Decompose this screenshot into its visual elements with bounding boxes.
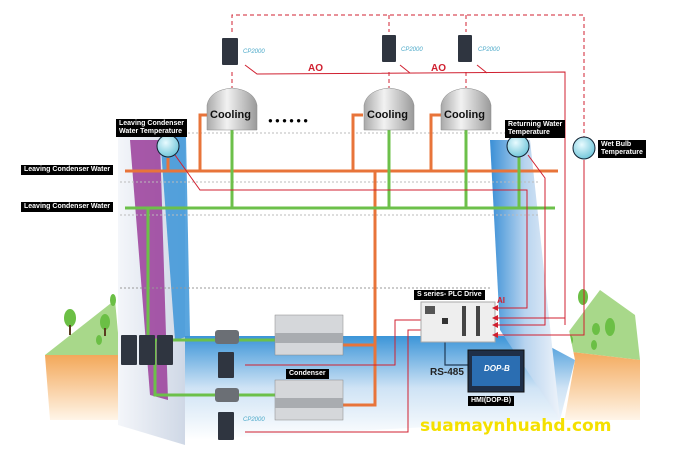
pumps [215,330,239,402]
cp2000-label-1: CP2000 [243,49,265,55]
hmi-panel [467,349,525,393]
rs485-label: RS-485 [430,367,464,378]
left-hill [45,300,125,420]
ao-signal-line [244,64,566,325]
cooling-tower-3 [440,87,492,131]
tower-ellipsis: ● ● ● ● ● ● [268,116,309,125]
chiller-2 [274,379,344,421]
wet-bulb-temp-label: Wet Bulb Temperature [598,140,646,158]
watermark: suamaynhuahd.com [420,416,612,436]
orange-pipe-label: Leaving Condenser Water [21,165,114,175]
ai-signal-lines [174,154,585,433]
cp2000-label-3: CP2000 [478,47,500,53]
condenser-label: Condenser [286,369,329,379]
returning-water-temp-label: Returning Water Temperature [505,120,566,138]
cooling-tower-1 [206,87,258,131]
hmi-screen-logo: DOP-B [484,364,510,373]
cooling-tower-3-label: Cooling [444,109,485,121]
cooling-tower-1-label: Cooling [210,109,251,121]
leaving-condenser-temp-label: Leaving Condenser Water Temperature [116,119,187,137]
plc-label: S series- PLC Drive [414,290,485,300]
cp2000-label-2: CP2000 [401,47,423,53]
pump-drives [218,352,234,440]
plc-unit [420,301,496,343]
cp2000-label-pump: CP2000 [243,417,265,423]
dashed-control-lines [231,14,585,140]
hmi-label: HMI(DOP-B) [468,396,515,406]
ao-signal-label-2: AO [431,63,446,74]
cooling-tower-2-label: Cooling [367,109,408,121]
ai-signal-label: AI [497,296,505,305]
vfd-drives-top [222,35,472,65]
rs485-cable [444,335,470,366]
sensor-bulbs [156,134,596,160]
ai-arrowheads [492,305,498,338]
vfd-drive-bank [121,335,173,365]
chiller-1 [274,314,344,356]
ao-signal-label-1: AO [308,63,323,74]
green-pipe-label: Leaving Condenser Water [21,202,114,212]
cooling-tower-2 [363,87,415,131]
